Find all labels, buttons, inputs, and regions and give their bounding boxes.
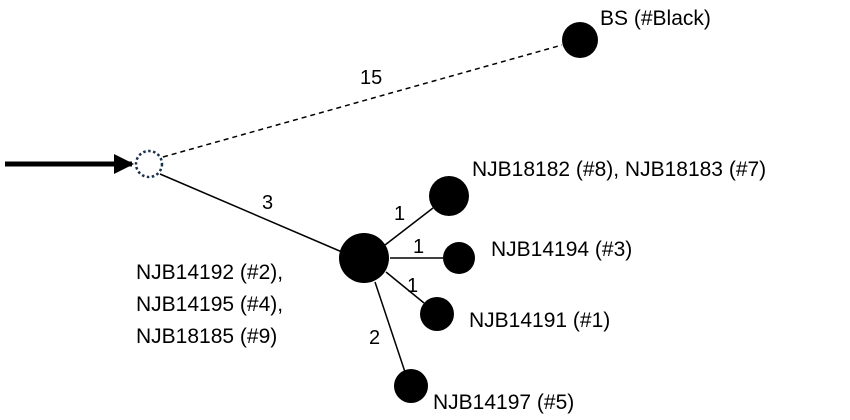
node-label-n3: NJB14194 (#3) [491,238,632,261]
node-label-n8-7: NJB18182 (#8), NJB18183 (#7) [472,158,766,181]
node-label-n5: NJB14197 (#5) [433,391,574,414]
node-label-n1: NJB14191 (#1) [469,309,610,332]
edge-label-root-bs: 15 [360,67,382,89]
edge-hub-n8-7 [384,207,434,246]
root-node [134,149,164,179]
node-bs [562,22,598,58]
node-n1 [420,297,454,331]
node-n8-7 [429,176,469,216]
edge-root-bs [162,44,563,158]
edge-label-root-hub: 3 [262,192,273,214]
edge-hub-n1 [385,271,425,304]
edge-root-hub [159,173,343,253]
edge-label-hub-n1: 1 [407,275,418,297]
edge-label-hub-n5: 2 [369,327,380,349]
edge-label-hub-n8-7: 1 [394,203,405,225]
node-label-hub-line-1: NJB14192 (#2), [136,261,283,284]
edge-label-hub-n3: 1 [413,236,424,258]
edge-hub-n5 [374,281,406,373]
node-n3 [443,242,475,274]
node-n5 [394,369,428,403]
node-label-hub-line-3: NJB18185 (#9) [136,325,277,348]
node-label-hub-line-2: NJB14195 (#4), [136,293,283,316]
node-hub [339,233,389,283]
node-label-bs: BS (#Black) [600,7,711,30]
